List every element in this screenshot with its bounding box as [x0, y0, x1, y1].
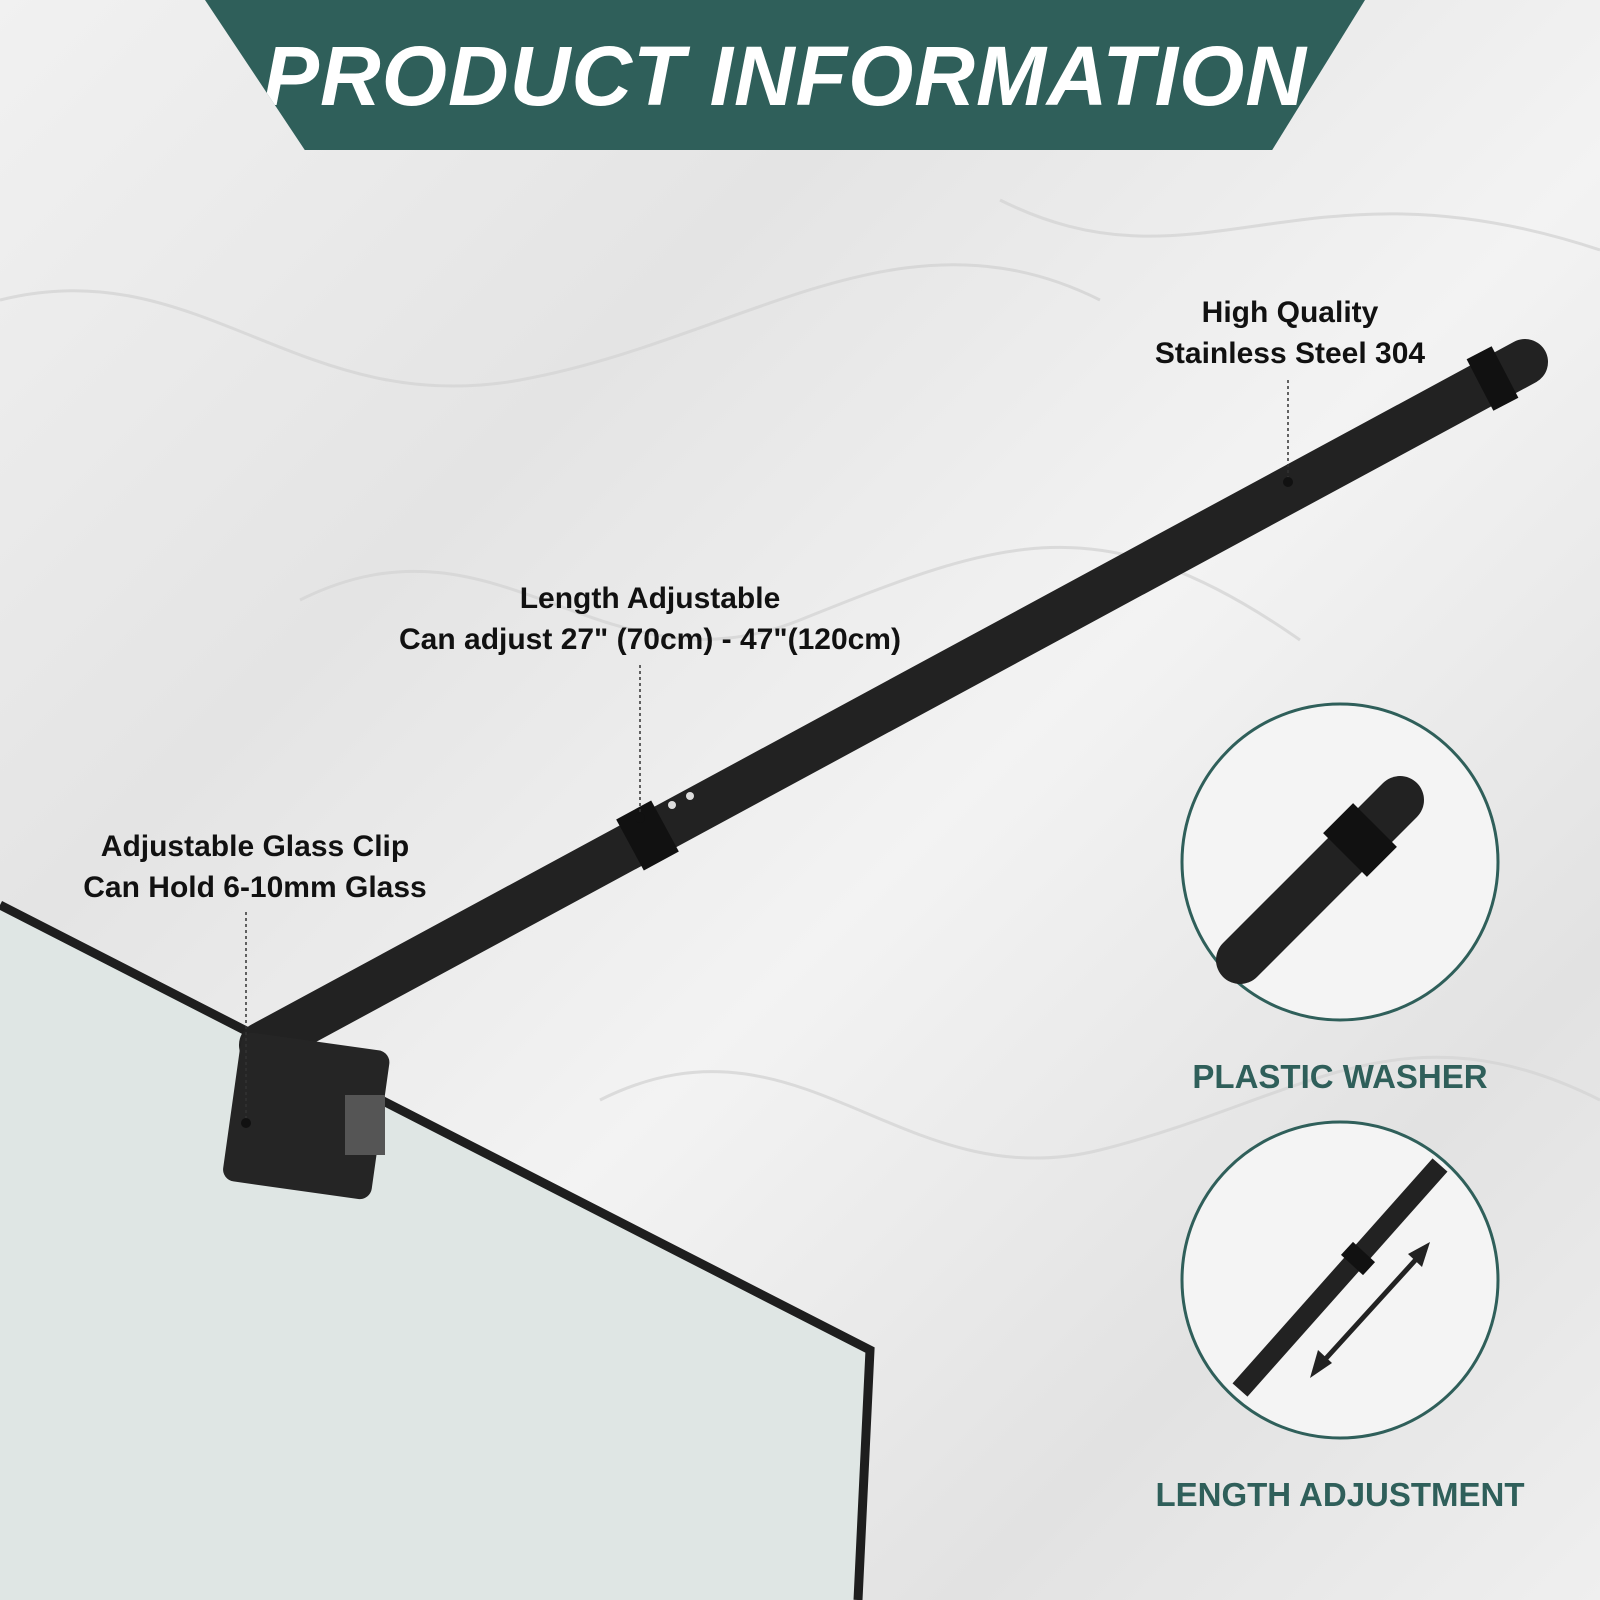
page-title: PRODUCT INFORMATION: [262, 29, 1308, 123]
glass-clip: [223, 1032, 390, 1200]
callout-leaders: [245, 380, 1289, 1120]
screw-icon: [668, 801, 676, 809]
detail-circle-washer: [1180, 702, 1500, 1022]
header-banner: PRODUCT INFORMATION: [205, 0, 1365, 150]
double-arrow-icon: [1318, 1253, 1422, 1367]
detail-circle-length: [1180, 1120, 1500, 1440]
glass-panel: [0, 905, 870, 1600]
support-rod: [239, 339, 1548, 1068]
caption-length-adjustment: LENGTH ADJUSTMENT: [1155, 1476, 1525, 1513]
callout-length-line1: Length Adjustable: [519, 582, 781, 615]
callout-clip-line2: Can Hold 6-10mm Glass: [83, 871, 427, 904]
rod-joint: [616, 800, 679, 871]
callout-length: Length Adjustable Can adjust 27" (70cm) …: [380, 578, 920, 660]
screw-icon: [686, 792, 694, 800]
callout-steel-line1: High Quality: [1201, 296, 1379, 329]
callout-steel-line2: Stainless Steel 304: [1154, 337, 1426, 370]
callout-clip: Adjustable Glass Clip Can Hold 6-10mm Gl…: [60, 826, 450, 908]
callout-clip-line1: Adjustable Glass Clip: [100, 830, 410, 863]
caption-plastic-washer: PLASTIC WASHER: [1192, 1058, 1488, 1095]
callout-steel: High Quality Stainless Steel 304: [1140, 292, 1440, 374]
rod-end-cap: [1466, 346, 1519, 411]
glass-clip-jaw: [345, 1095, 385, 1155]
callout-length-line2: Can adjust 27" (70cm) - 47"(120cm): [399, 623, 901, 656]
